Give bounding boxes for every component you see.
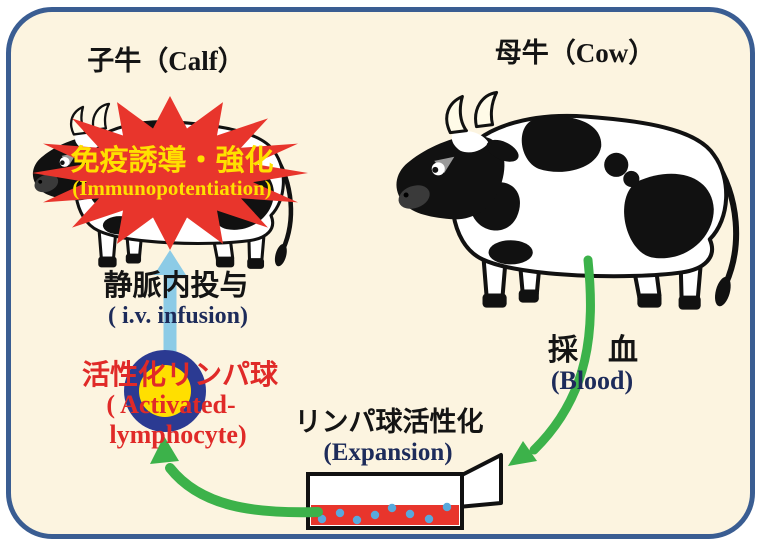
- immunopotentiation-starburst-icon: [32, 96, 308, 250]
- blood-collection-arrow-icon: [508, 255, 595, 466]
- expansion-label-jp: リンパ球活性化: [294, 407, 484, 438]
- iv-infusion-label-en: ( i.v. infusion): [107, 303, 249, 329]
- iv-infusion-label-jp: 静脈内投与: [103, 268, 249, 302]
- calf-title: 子牛（Calf）: [87, 46, 245, 76]
- culture-tray-icon: [306, 453, 503, 530]
- expansion-label-en: (Expansion): [323, 439, 453, 466]
- activated-lymphocyte-label-en2: lymphocyte): [109, 420, 247, 449]
- iv-infusion-arrow-icon: [154, 250, 186, 352]
- immunopotentiation-label-en: (Immunopotentiation): [72, 176, 272, 200]
- blood-label-en: (Blood): [550, 366, 634, 395]
- cow-title: 母牛（Cow）: [494, 38, 656, 68]
- blood-label-jp: 採 血: [548, 333, 638, 368]
- starburst-shape: [32, 96, 308, 250]
- lymphocyte-dots: [317, 502, 452, 525]
- activated-lymphocyte-label-en1: ( Activated-: [106, 390, 236, 419]
- lymphocyte-cell-icon: [124, 350, 206, 432]
- return-arrow-icon: [150, 436, 323, 518]
- activated-lymphocyte-label-jp: 活性化リンパ球: [81, 358, 279, 391]
- immunopotentiation-label-jp: 免疫誘導・強化: [70, 143, 274, 177]
